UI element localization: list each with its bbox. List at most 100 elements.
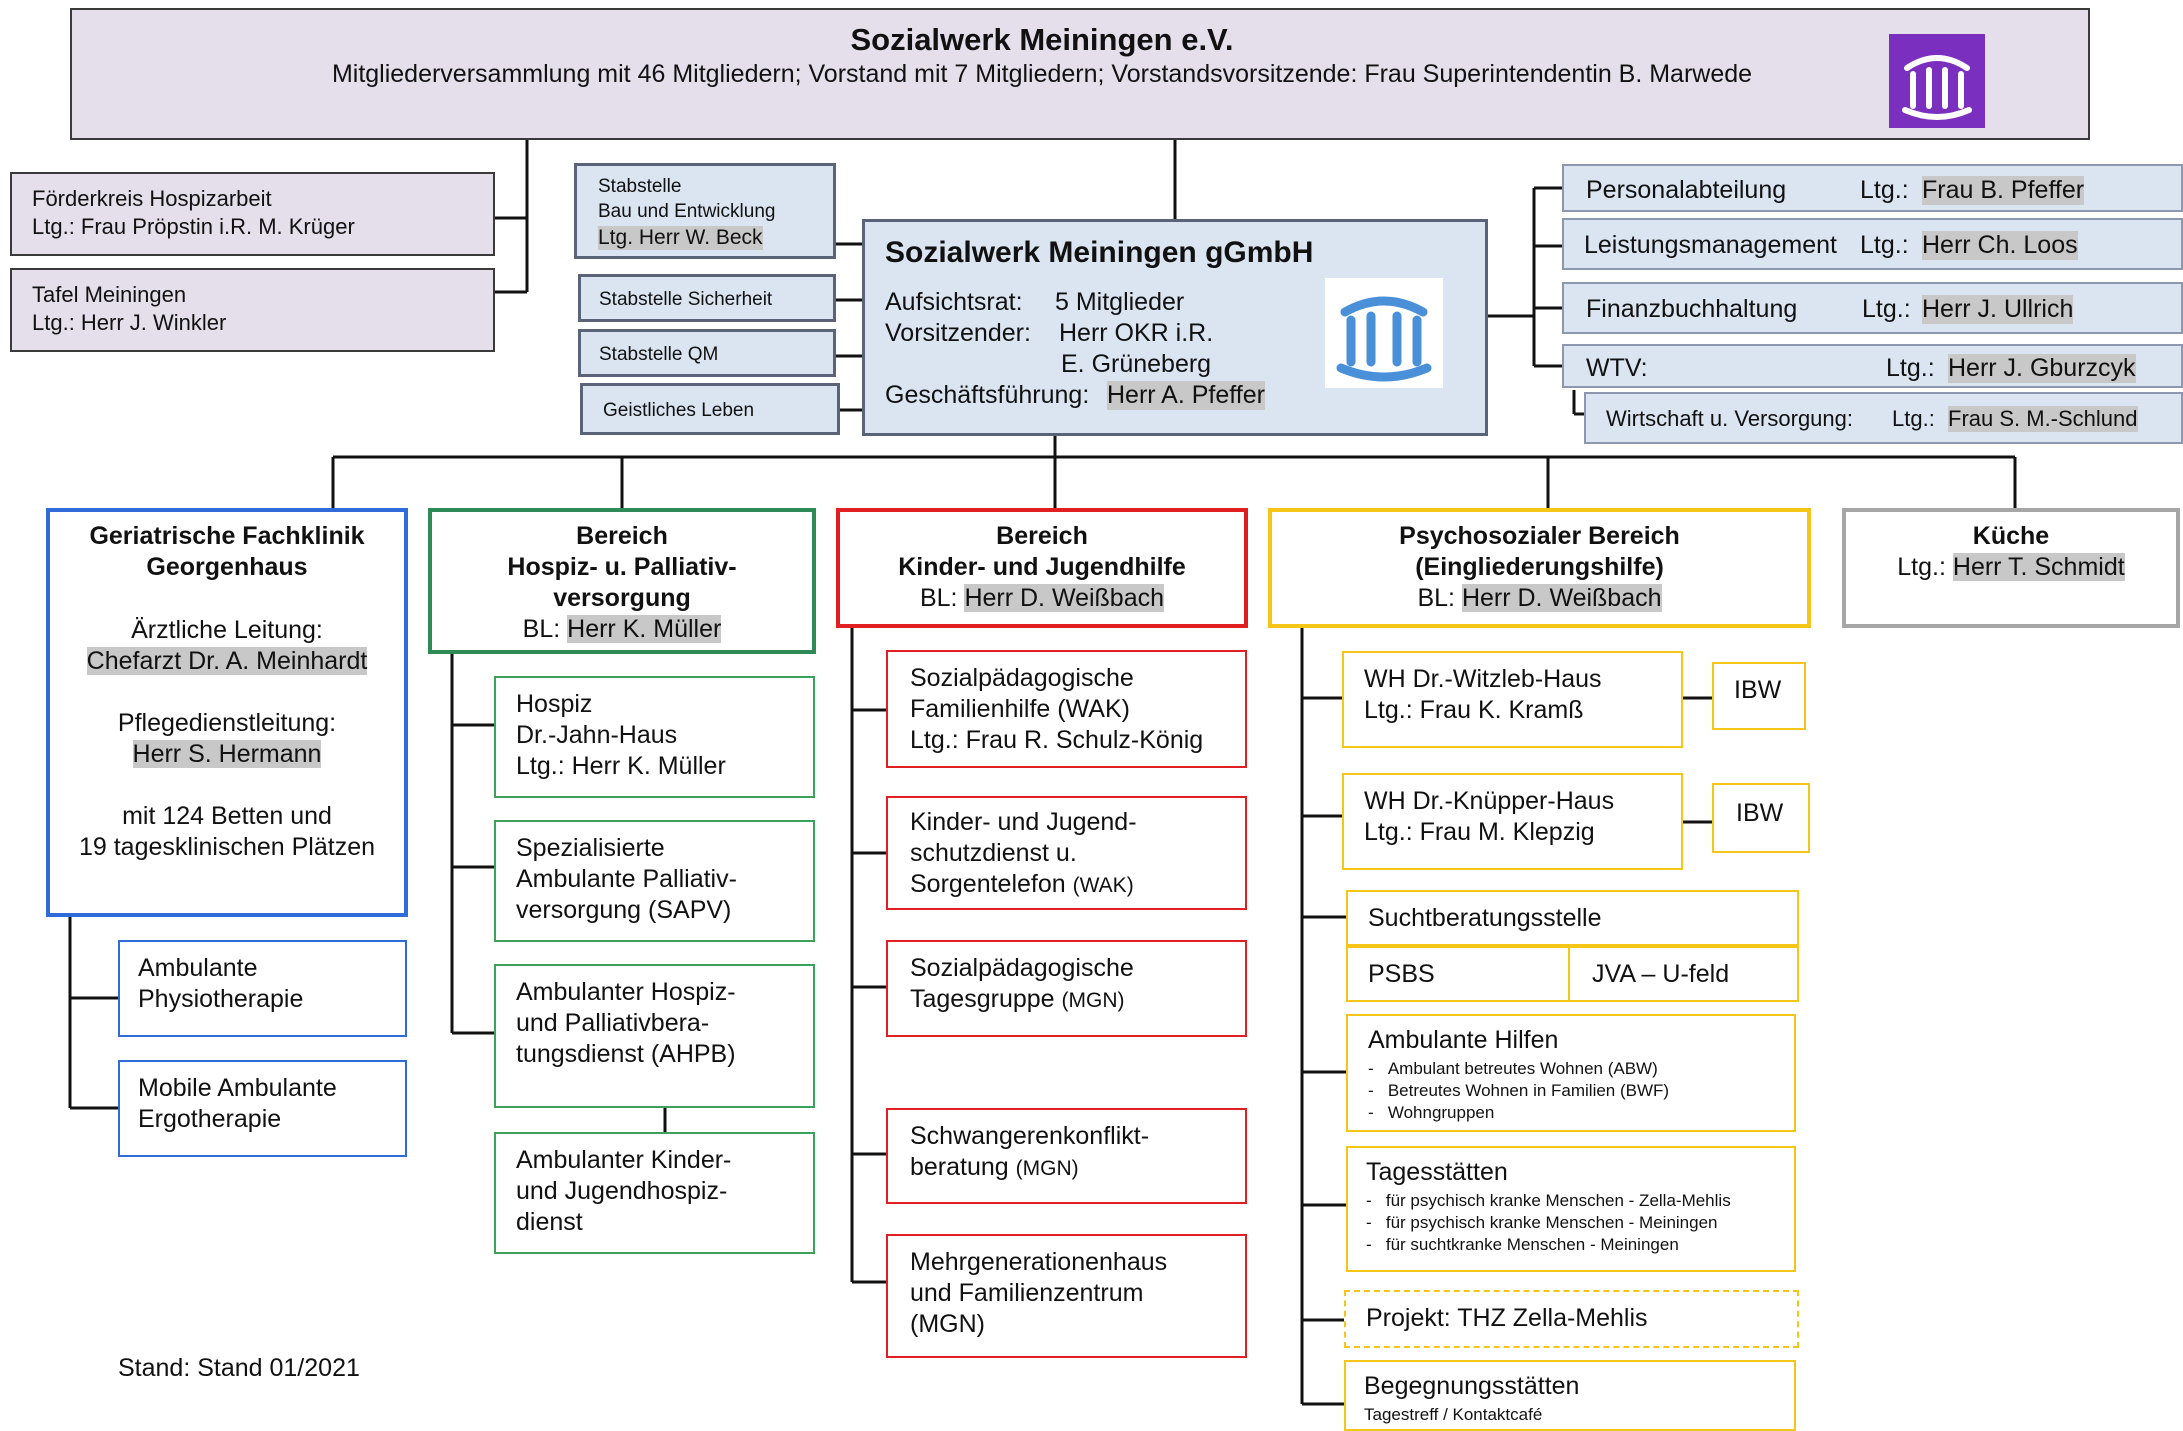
hospiz-child-kinderhospiz-1: Ambulanter Kinder- bbox=[516, 1146, 732, 1174]
kinder-child-schwanger: Schwangerenkonflikt- beratung (MGN) bbox=[886, 1108, 1247, 1204]
personal-name: Personalabteilung bbox=[1586, 176, 1787, 204]
wirtschaft-ltg: Ltg.: bbox=[1892, 406, 1935, 431]
kinder-child-schutz-2: schutzdienst u. bbox=[910, 839, 1077, 867]
hospiz-child-ahpb-1: Ambulanter Hospiz- bbox=[516, 978, 736, 1006]
kinder-child-mgh-1: Mehrgenerationenhaus bbox=[910, 1248, 1168, 1276]
finanz-ltg: Ltg.: bbox=[1862, 295, 1911, 323]
knuepper-name: WH Dr.-Knüpper-Haus bbox=[1364, 787, 1615, 815]
kinder-child-schutz-3-wrap: Sorgentelefon (WAK) bbox=[910, 870, 1134, 899]
stabstelle-bau-leitung: Ltg. Herr W. Beck bbox=[598, 226, 763, 250]
foerderkreis-leitung: Ltg.: Frau Pröpstin i.R. M. Krüger bbox=[32, 214, 355, 239]
kinder-child-spfh-3: Ltg.: Frau R. Schulz-König bbox=[910, 726, 1204, 754]
projekt-label: Projekt: THZ Zella-Mehlis bbox=[1366, 1304, 1648, 1332]
geriatrie-child-ergo-2: Ergotherapie bbox=[138, 1105, 282, 1133]
verein-subtitle: Mitgliederversammlung mit 46 Mitgliedern… bbox=[331, 60, 1753, 88]
stand-label: Stand: Stand 01/2021 bbox=[118, 1354, 360, 1382]
vorsitz-value-2: E. Grüneberg bbox=[1061, 350, 1212, 378]
hospiz-bl-person: Herr K. Müller bbox=[567, 615, 722, 643]
kueche-box: Küche Ltg.: Herr T. Schmidt bbox=[1842, 508, 2180, 628]
kinder-child-mgh-2: und Familienzentrum bbox=[910, 1279, 1144, 1307]
kueche-title: Küche bbox=[1972, 522, 2050, 550]
psbs-box: PSBS bbox=[1346, 946, 1570, 1002]
wtv-box: WTV: Ltg.: Herr J. Gburzcyk bbox=[1562, 344, 2183, 388]
wirtschaft-person: Frau S. M.-Schlund bbox=[1948, 406, 2138, 432]
hospiz-bl-wrap: BL: Herr K. Müller bbox=[432, 615, 812, 644]
projekt-box: Projekt: THZ Zella-Mehlis bbox=[1344, 1290, 1799, 1348]
kueche-leitung-wrap: Ltg.: Herr T. Schmidt bbox=[1846, 553, 2176, 582]
verein-box: Sozialwerk Meiningen e.V. Mitgliedervers… bbox=[70, 8, 2090, 140]
kinder-child-mgh-3: (MGN) bbox=[910, 1310, 985, 1338]
aerztliche-leitung-person-wrap: Chefarzt Dr. A. Meinhardt bbox=[50, 647, 404, 676]
jva-label: JVA – U-feld bbox=[1592, 960, 1730, 988]
hospiz-child-jahn-2: Dr.-Jahn-Haus bbox=[516, 721, 678, 749]
psycho-bl-label: BL: bbox=[1417, 584, 1455, 612]
ambulant-box: Ambulante Hilfen - Ambulant betreutes Wo… bbox=[1346, 1014, 1796, 1132]
aerztliche-leitung-label: Ärztliche Leitung: bbox=[131, 616, 323, 644]
psycho-box: Psychosozialer Bereich (Eingliederungshi… bbox=[1268, 508, 1811, 628]
hospiz-child-sapv-1: Spezialisierte bbox=[516, 834, 665, 862]
kinder-bl-label: BL: bbox=[919, 584, 958, 612]
hospiz-child-sapv-3: versorgung (SAPV) bbox=[516, 896, 732, 924]
kinder-child-tagesgruppe-suffix: (MGN) bbox=[1061, 989, 1125, 1012]
hospiz-child-ahpb: Ambulanter Hospiz- und Palliativbera- tu… bbox=[494, 964, 815, 1108]
knuepper-ibw: IBW bbox=[1736, 799, 1784, 827]
stabstelle-sicherheit-label: Stabstelle Sicherheit bbox=[599, 289, 773, 310]
geriatrie-child-physio: Ambulante Physiotherapie bbox=[118, 940, 407, 1037]
stabstelle-qm-box: Stabstelle QM bbox=[578, 329, 836, 377]
kinder-child-tagesgruppe-2-wrap: Tagesgruppe (MGN) bbox=[910, 985, 1125, 1014]
hospiz-child-kinderhospiz-2: und Jugendhospiz- bbox=[516, 1177, 728, 1205]
gf-person: Herr A. Pfeffer bbox=[1107, 381, 1265, 410]
leistung-box: Leistungsmanagement Ltg.: Herr Ch. Loos bbox=[1562, 218, 2183, 270]
tages-item-2: - für psychisch kranke Menschen - Meinin… bbox=[1366, 1213, 1718, 1232]
kinder-child-tagesgruppe-1: Sozialpädagogische bbox=[910, 954, 1134, 982]
hospiz-child-ahpb-2: und Palliativbera- bbox=[516, 1009, 710, 1037]
geriatrie-child-physio-2: Physiotherapie bbox=[138, 985, 304, 1013]
kinder-child-schwanger-2-wrap: beratung (MGN) bbox=[910, 1153, 1079, 1182]
ggmbh-title: Sozialwerk Meiningen gGmbH bbox=[885, 236, 1314, 269]
geriatrie-child-ergo-1: Mobile Ambulante bbox=[138, 1074, 337, 1102]
pflege-person-wrap: Herr S. Hermann bbox=[50, 740, 404, 769]
tages-item-3: - für suchtkranke Menschen - Meiningen bbox=[1366, 1235, 1679, 1254]
aerztliche-leitung-person: Chefarzt Dr. A. Meinhardt bbox=[86, 647, 368, 675]
tafel-name: Tafel Meiningen bbox=[32, 282, 187, 307]
kinder-child-schutz: Kinder- und Jugend- schutzdienst u. Sorg… bbox=[886, 796, 1247, 910]
finanz-name: Finanzbuchhaltung bbox=[1586, 295, 1798, 323]
stabstelle-bau-line1: Stabstelle bbox=[598, 176, 682, 197]
witzleb-ibw: IBW bbox=[1734, 676, 1782, 704]
aufsichtsrat-label: Aufsichtsrat: bbox=[885, 288, 1023, 316]
witzleb-leitung: Ltg.: Frau K. Kramß bbox=[1364, 696, 1584, 724]
kinder-child-schwanger-2: beratung bbox=[910, 1153, 1009, 1181]
kinder-child-spfh-1: Sozialpädagogische bbox=[910, 664, 1134, 692]
hospiz-child-ahpb-3: tungsdienst (AHPB) bbox=[516, 1040, 736, 1068]
hospiz-child-jahn: Hospiz Dr.-Jahn-Haus Ltg.: Herr K. Mülle… bbox=[494, 676, 815, 798]
sucht-title: Suchtberatungsstelle bbox=[1368, 904, 1602, 932]
witzleb-name: WH Dr.-Witzleb-Haus bbox=[1364, 665, 1602, 693]
ambulant-item-2: - Betreutes Wohnen in Familien (BWF) bbox=[1368, 1081, 1670, 1100]
pflege-person: Herr S. Hermann bbox=[132, 740, 322, 768]
tafel-box: Tafel Meiningen Ltg.: Herr J. Winkler bbox=[10, 268, 495, 352]
psycho-bl-wrap: BL: Herr D. Weißbach bbox=[1272, 584, 1807, 613]
kinder-child-schwanger-suffix: (MGN) bbox=[1015, 1157, 1079, 1180]
geriatrie-box: Geriatrische Fachklinik Georgenhaus Ärzt… bbox=[46, 508, 408, 917]
kinder-bl-person: Herr D. Weißbach bbox=[964, 584, 1165, 612]
wtv-person: Herr J. Gburzcyk bbox=[1948, 354, 2136, 383]
finanz-box: Finanzbuchhaltung Ltg.: Herr J. Ullrich bbox=[1562, 282, 2183, 334]
geriatrie-title-2: Georgenhaus bbox=[146, 553, 308, 581]
psycho-bl-person: Herr D. Weißbach bbox=[1461, 584, 1662, 612]
wirtschaft-box: Wirtschaft u. Versorgung: Ltg.: Frau S. … bbox=[1584, 392, 2183, 444]
geriatrie-child-ergo: Mobile Ambulante Ergotherapie bbox=[118, 1060, 407, 1157]
ambulant-item-1: - Ambulant betreutes Wohnen (ABW) bbox=[1368, 1059, 1658, 1078]
foerderkreis-box: Förderkreis Hospizarbeit Ltg.: Frau Pröp… bbox=[10, 172, 495, 256]
personal-ltg: Ltg.: bbox=[1860, 176, 1909, 204]
psycho-title-2: (Eingliederungshilfe) bbox=[1415, 553, 1664, 581]
gf-label: Geschäftsführung: bbox=[885, 381, 1090, 409]
psbs-label: PSBS bbox=[1368, 960, 1435, 988]
ambulant-title: Ambulante Hilfen bbox=[1368, 1026, 1559, 1054]
hospiz-title-2: Hospiz- u. Palliativ- bbox=[507, 553, 737, 581]
witzleb-box: WH Dr.-Witzleb-Haus Ltg.: Frau K. Kramß bbox=[1342, 651, 1683, 748]
verein-title: Sozialwerk Meiningen e.V. bbox=[850, 22, 1234, 57]
hospiz-child-sapv: Spezialisierte Ambulante Palliativ- vers… bbox=[494, 820, 815, 942]
sucht-box: Suchtberatungsstelle bbox=[1346, 890, 1799, 946]
knuepper-box: WH Dr.-Knüpper-Haus Ltg.: Frau M. Klepzi… bbox=[1342, 773, 1683, 870]
geriatrie-info-1: mit 124 Betten und bbox=[122, 802, 332, 830]
